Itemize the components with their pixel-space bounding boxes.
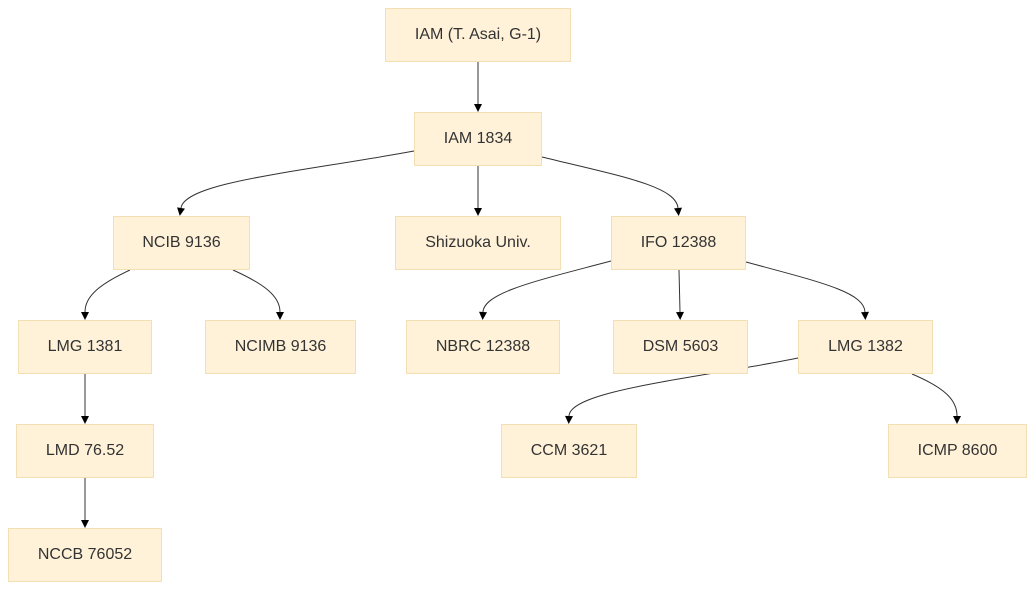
- arrowhead-nbrc_12388: [479, 311, 487, 320]
- edge-ifo_12388-to-nbrc_12388: [482, 260, 612, 313]
- edge-lmg_1382-to-ccm_3621: [568, 357, 799, 417]
- node-label: IAM (T. Asai, G-1): [414, 26, 542, 43]
- edge-ncib_9136-to-ncimb_9136: [232, 269, 281, 313]
- node-icmp-8600[interactable]: ICMP 8600: [888, 424, 1027, 478]
- node-label: LMG 1381: [47, 338, 123, 355]
- arrowhead-ccm_3621: [565, 415, 573, 424]
- node-ifo-12388[interactable]: IFO 12388: [611, 216, 746, 270]
- edge-iam_1834-to-ncib_9136: [180, 150, 415, 209]
- edge-lmg_1382-to-icmp_8600: [911, 373, 958, 417]
- arrowhead-ifo_12388: [674, 207, 682, 216]
- node-label: CCM 3621: [530, 442, 608, 459]
- arrowhead-iam_1834: [474, 104, 482, 112]
- edge-ifo_12388-to-dsm_5603: [678, 269, 681, 313]
- arrowhead-nccb_76052: [81, 520, 89, 528]
- node-label: NCIB 9136: [142, 234, 221, 251]
- node-label: Shizuoka Univ.: [425, 234, 531, 251]
- node-label: IFO 12388: [640, 234, 717, 251]
- node-label: IAM 1834: [443, 130, 513, 147]
- node-iam-asai-g1[interactable]: IAM (T. Asai, G-1): [385, 8, 571, 62]
- node-ncib-9136[interactable]: NCIB 9136: [113, 216, 250, 270]
- node-lmg-1381[interactable]: LMG 1381: [18, 320, 152, 374]
- node-dsm-5603[interactable]: DSM 5603: [613, 320, 748, 374]
- node-lmd-76-52[interactable]: LMD 76.52: [16, 424, 154, 478]
- node-lmg-1382[interactable]: LMG 1382: [798, 320, 933, 374]
- arrowhead-icmp_8600: [953, 416, 961, 424]
- arrowhead-lmg_1382: [861, 311, 869, 320]
- edge-ifo_12388-to-lmg_1382: [745, 261, 866, 313]
- node-label: ICMP 8600: [917, 442, 998, 459]
- arrowhead-ncib_9136: [177, 207, 185, 216]
- node-ccm-3621[interactable]: CCM 3621: [501, 424, 637, 478]
- arrowhead-lmg_1381: [81, 312, 89, 320]
- node-label: NCCB 76052: [37, 546, 133, 563]
- arrowhead-shizuoka: [474, 208, 482, 216]
- node-label: NCIMB 9136: [234, 338, 327, 355]
- node-ncimb-9136[interactable]: NCIMB 9136: [205, 320, 356, 374]
- arrowhead-lmd_7652: [81, 416, 89, 424]
- arrowhead-ncimb_9136: [276, 312, 284, 320]
- node-nbrc-12388[interactable]: NBRC 12388: [406, 320, 560, 374]
- node-shizuoka-univ[interactable]: Shizuoka Univ.: [395, 216, 561, 270]
- node-iam-1834[interactable]: IAM 1834: [414, 112, 542, 166]
- node-label: DSM 5603: [642, 338, 719, 355]
- edge-ncib_9136-to-lmg_1381: [84, 269, 131, 313]
- node-label: LMD 76.52: [45, 442, 125, 459]
- edge-iam_1834-to-ifo_12388: [541, 156, 679, 209]
- arrowhead-dsm_5603: [676, 311, 684, 320]
- node-label: LMG 1382: [828, 338, 903, 355]
- node-nccb-76052[interactable]: NCCB 76052: [8, 528, 162, 582]
- node-label: NBRC 12388: [435, 338, 531, 355]
